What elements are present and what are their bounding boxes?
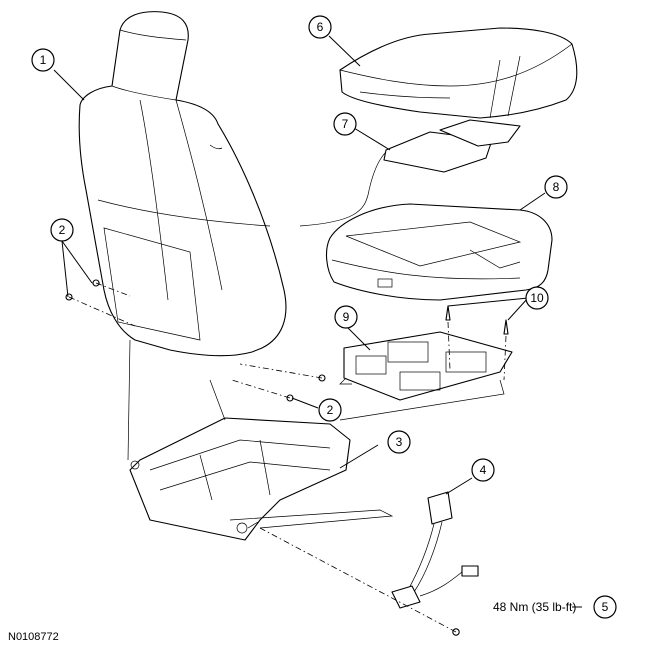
- seat-track-frame: [129, 417, 394, 541]
- callout-6: 6: [308, 15, 332, 39]
- callout-6-label: 6: [317, 20, 324, 34]
- callout-8: 8: [544, 175, 568, 199]
- seat-backrest: [78, 11, 287, 357]
- callout-2-left-label: 2: [59, 223, 66, 237]
- callout-9: 9: [334, 305, 358, 329]
- callout-8-label: 8: [553, 180, 560, 194]
- callout-10-label: 10: [530, 291, 544, 305]
- callout-7-label: 7: [342, 117, 349, 131]
- seat-belt-buckle: [391, 491, 479, 609]
- callout-3-label: 3: [396, 435, 403, 449]
- callout-5-label: 5: [602, 600, 609, 614]
- callout-4: 4: [471, 458, 495, 482]
- callout-2-right-label: 2: [327, 403, 334, 417]
- assembly-lines: [68, 282, 507, 633]
- callout-5: 5: [593, 595, 617, 619]
- callout-3: 3: [387, 430, 411, 454]
- callout-10: 10: [525, 286, 549, 310]
- callout-9-label: 9: [343, 310, 350, 324]
- seat-heater-mat: [299, 119, 521, 227]
- callout-2-left: 2: [50, 218, 74, 242]
- callout-1-label: 1: [40, 53, 47, 67]
- seat-cushion-cover: [339, 27, 578, 119]
- leader-lines: [53, 35, 582, 608]
- callout-4-label: 4: [480, 463, 487, 477]
- seat-cushion-pad: [325, 203, 553, 301]
- occupant-sensor-mat: [339, 331, 513, 401]
- torque-spec: 48 Nm (35 lb-ft): [493, 600, 576, 614]
- figure-id: N0108772: [8, 631, 59, 643]
- callout-1: 1: [31, 48, 55, 72]
- callout-7: 7: [333, 112, 357, 136]
- callout-2-right: 2: [318, 398, 342, 422]
